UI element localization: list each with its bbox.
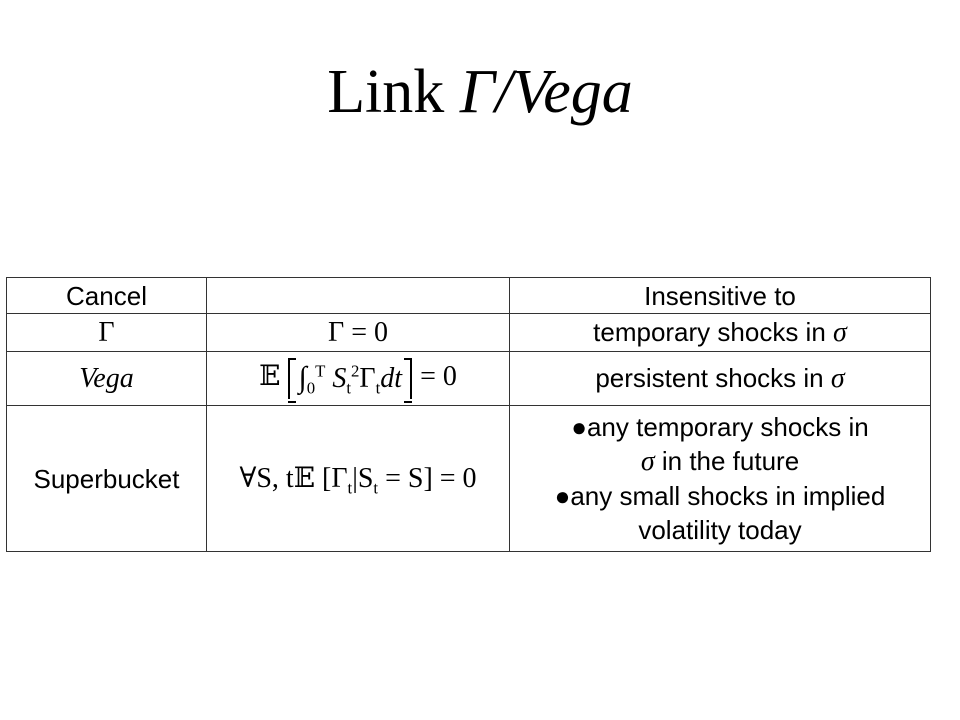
integral-upper: T: [315, 361, 326, 381]
table-row-gamma: Γ Γ = 0 temporary shocks in σ: [6, 313, 931, 352]
bracket-expression: ∫0T St2Γtdt: [288, 358, 413, 403]
superbucket-line-3: ●any small shocks in implied: [554, 481, 886, 511]
integral-symbol: ∫: [298, 361, 307, 394]
cell-cancel-superbucket: Superbucket: [6, 405, 207, 552]
sigma-symbol: σ: [640, 446, 655, 477]
table-row-vega: Vega 𝔼∫0T St2Γtdt= 0 persistent shocks i…: [6, 351, 931, 406]
gamma-symbol: Γ: [98, 317, 115, 348]
title-math: Γ/Vega: [459, 58, 633, 126]
superbucket-condition-rest: |S: [352, 463, 374, 494]
cell-insensitive-superbucket: ●any temporary shocks in σ in the future…: [509, 405, 931, 552]
header-insensitive: Insensitive to: [509, 277, 931, 314]
gamma-sub: t: [375, 378, 381, 398]
price-var: S: [332, 363, 347, 394]
vega-condition-suffix: = 0: [420, 360, 457, 392]
cell-condition-vega: 𝔼∫0T St2Γtdt= 0: [206, 351, 510, 406]
price-sup: 2: [351, 361, 360, 381]
gamma-in-integral: Γ: [359, 363, 376, 394]
title-prefix: Link: [327, 58, 445, 126]
gamma-insensitive-text: temporary shocks in: [593, 317, 826, 347]
sigma-symbol: σ: [833, 317, 847, 348]
table-row-superbucket: Superbucket ∀S, t𝔼 [Γt|St = S] = 0 ●any …: [6, 405, 931, 552]
cell-cancel-gamma: Γ: [6, 313, 207, 352]
dt-term: dt: [380, 363, 403, 394]
superbucket-line-4: volatility today: [638, 515, 802, 545]
superbucket-line-1: ●any temporary shocks in: [571, 412, 869, 442]
vega-condition: 𝔼∫0T St2Γtdt= 0: [259, 358, 457, 403]
superbucket-gamma-sub: t: [347, 478, 353, 498]
slide-title: Link Γ/Vega: [0, 52, 960, 132]
cell-condition-superbucket: ∀S, t𝔼 [Γt|St = S] = 0: [206, 405, 510, 552]
cell-condition-gamma: Γ = 0: [206, 313, 510, 352]
table-header-row: Cancel Insensitive to: [6, 277, 931, 314]
superbucket-condition-start: ∀S, t𝔼 [Γ: [239, 463, 348, 494]
cell-insensitive-vega: persistent shocks in σ: [509, 351, 931, 406]
vega-label: Vega: [79, 363, 134, 394]
price-sub: t: [346, 378, 352, 398]
header-condition: [206, 277, 510, 314]
gamma-condition: Γ = 0: [328, 317, 388, 348]
superbucket-s-sub: t: [373, 478, 379, 498]
comparison-table: Cancel Insensitive to Γ Γ = 0 temporary …: [6, 277, 931, 552]
cell-cancel-vega: Vega: [6, 351, 207, 406]
superbucket-condition: ∀S, t𝔼 [Γt|St = S] = 0: [239, 463, 477, 496]
superbucket-line-2: σ in the future: [510, 444, 930, 479]
superbucket-line-2-text: in the future: [661, 446, 800, 476]
sigma-symbol: σ: [830, 363, 845, 394]
vega-insensitive-text: persistent shocks in: [595, 363, 824, 393]
header-cancel: Cancel: [6, 277, 207, 314]
cell-insensitive-gamma: temporary shocks in σ: [509, 313, 931, 352]
integral-lower: 0: [306, 378, 316, 398]
expectation-symbol: 𝔼: [259, 358, 281, 392]
superbucket-condition-end: = S] = 0: [378, 463, 477, 494]
